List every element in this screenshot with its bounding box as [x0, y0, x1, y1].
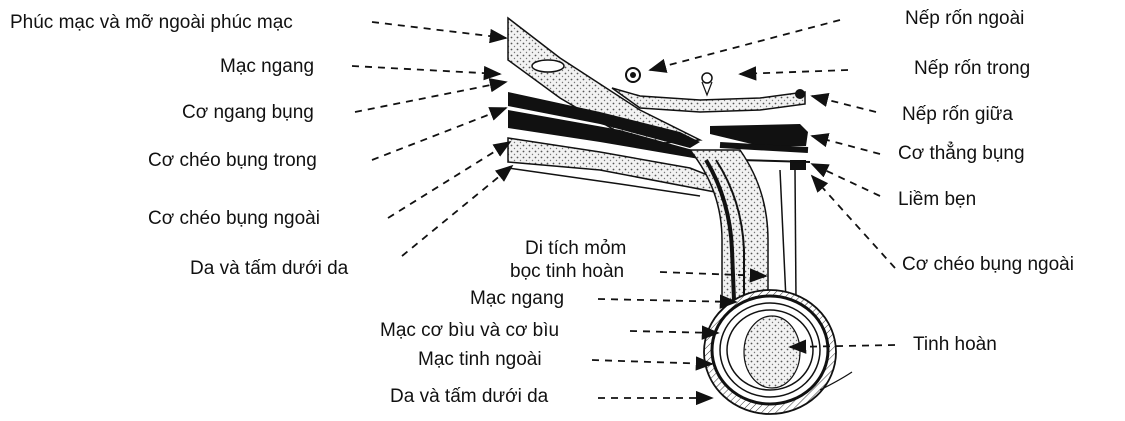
testis-shape: [744, 316, 800, 388]
label-external-oblique-left: Cơ chéo bụng ngoài: [148, 208, 320, 230]
label-skin-center: Da và tấm dưới da: [390, 386, 548, 408]
label-internal-spermatic-fascia: Mạc ngang: [470, 288, 564, 310]
scrotum: [704, 290, 852, 414]
label-external-oblique-right: Cơ chéo bụng ngoài: [902, 254, 1074, 276]
label-rectus-abdominis: Cơ thẳng bụng: [898, 143, 1025, 165]
label-external-spermatic-fascia: Mạc tinh ngoài: [418, 349, 542, 371]
label-cremasteric-fascia: Mạc cơ bìu và cơ bìu: [380, 320, 559, 342]
label-peritoneum: Phúc mạc và mỡ ngoài phúc mạc: [10, 12, 293, 34]
label-skin-left: Da và tấm dưới da: [190, 258, 348, 280]
label-internal-oblique: Cơ chéo bụng trong: [148, 150, 317, 172]
label-medial-umbilical-fold: Nếp rốn trong: [914, 58, 1030, 80]
label-testis: Tinh hoàn: [913, 334, 997, 356]
left-leaders: [352, 22, 512, 256]
label-conjoint-tendon: Liềm bẹn: [898, 189, 976, 211]
label-transversus-abdominis: Cơ ngang bụng: [182, 102, 314, 124]
spermatic-cord: [690, 150, 796, 300]
label-lateral-umbilical-fold: Nếp rốn ngoài: [905, 8, 1024, 30]
label-vaginal-process-remnant-2: bọc tinh hoàn: [510, 261, 624, 283]
label-transversalis-fascia: Mạc ngang: [220, 56, 314, 78]
label-median-umbilical-fold: Nếp rốn giữa: [902, 104, 1013, 126]
label-vaginal-process-remnant-1: Di tích mỏm: [525, 238, 626, 260]
